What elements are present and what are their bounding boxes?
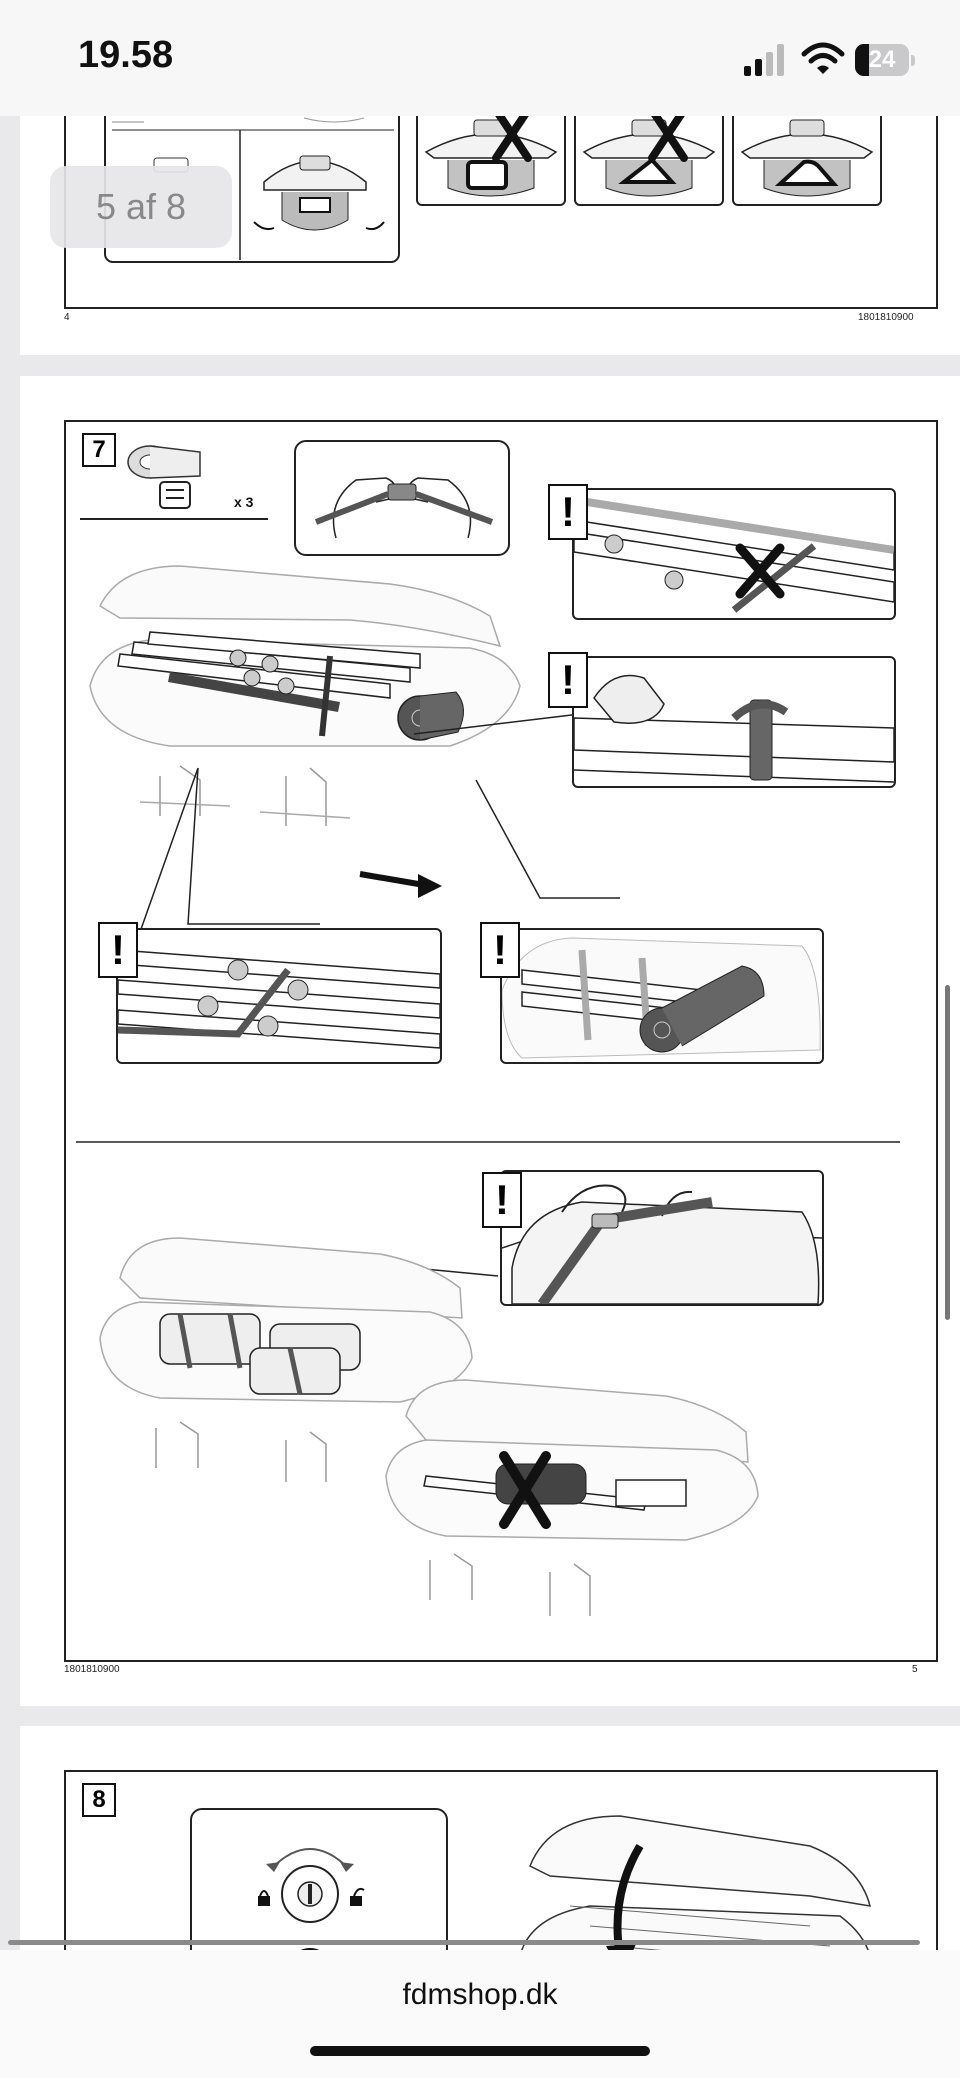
bag-strap-illustration [502, 1184, 822, 1304]
clamp-not-ok-illustration [424, 106, 558, 197]
warning-panel-mat-strapped [500, 928, 824, 1064]
skis-mat-illustration [502, 937, 821, 1059]
page-indicator: 5 af 8 [50, 166, 232, 248]
page-4-doc-code: 1801810900 [858, 312, 914, 323]
clamp-not-ok-illustration [582, 106, 716, 197]
page-4-panel-not-ok-1: Not ok [416, 100, 566, 206]
step-number-8: 8 [82, 1783, 116, 1817]
roof-box-skis-illustration [89, 565, 521, 826]
strap-icon [127, 445, 201, 509]
lock-key-illustration [258, 1848, 365, 1956]
page-4-inset-illustration [104, 100, 400, 263]
warning-icon: ! [548, 652, 588, 708]
warning-panel-strap-too-tight [572, 488, 896, 620]
roof-box-closing-illustration [519, 1815, 872, 1956]
buckle-hands-panel [294, 440, 510, 556]
wifi-icon [801, 42, 845, 74]
page-4-number: 4 [64, 312, 70, 323]
status-bar: 19.58 24 [0, 0, 960, 116]
home-indicator[interactable] [310, 2046, 650, 2056]
page-4-panel-ok [732, 100, 882, 206]
strap-count: x 3 [234, 494, 254, 510]
page-scrubber-line[interactable] [8, 1940, 920, 1945]
warning-icon: ! [548, 484, 588, 540]
cellular-signal-icon [744, 44, 784, 76]
ski-binding-strap-illustration [574, 674, 894, 783]
skis-strap-detail-illustration [118, 949, 440, 1049]
skis-strap-not-ok-illustration [574, 496, 894, 613]
warning-icon: ! [98, 922, 138, 978]
warning-icon: ! [482, 1172, 522, 1228]
hands-buckle-illustration [314, 477, 494, 539]
lock-key-panel [190, 1808, 448, 1956]
battery-icon: 24 [855, 44, 909, 76]
battery-level: 24 [868, 46, 896, 73]
page-5-number: 5 [912, 1664, 918, 1675]
document-page-5: 7 x 3 [20, 376, 960, 1706]
scrollbar-thumb[interactable] [945, 985, 950, 1320]
page-indicator-text: 5 af 8 [95, 186, 187, 227]
warning-icon: ! [480, 922, 520, 978]
document-page-4: Not ok Not ok 4 1801810900 [20, 100, 960, 355]
strap-underline [80, 518, 268, 520]
clamp-ok-illustration [740, 119, 874, 197]
roof-box-bags-illustration [99, 1237, 473, 1482]
url-text[interactable]: fdmshop.dk [402, 1978, 558, 2011]
warning-panel-strap-correct [572, 656, 896, 788]
document-page-6: 8 [20, 1726, 960, 1956]
status-time: 19.58 [78, 34, 174, 76]
roof-box-mixed-load-not-ok-illustration [385, 1379, 759, 1616]
browser-url-bar[interactable]: fdmshop.dk [0, 1950, 960, 2078]
warning-panel-bags-strapped [500, 1170, 824, 1306]
step-number-7: 7 [82, 433, 116, 467]
page-5-doc-code: 1801810900 [64, 1664, 120, 1675]
warning-panel-skis-strapped [116, 928, 442, 1064]
